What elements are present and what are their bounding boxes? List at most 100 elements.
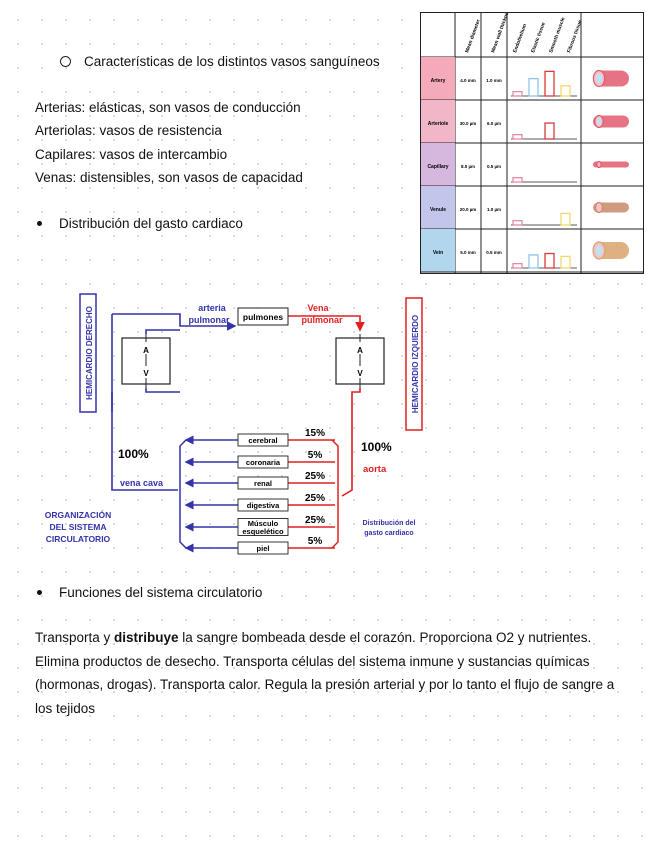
vessel-row-label-cell (421, 100, 455, 143)
left-ventricle-label: V (357, 369, 363, 378)
line-arterias: Arterias: elásticas, son vasos de conduc… (35, 100, 301, 115)
vessel-tissue-bar (528, 77, 539, 97)
organ-box (237, 518, 289, 536)
organizacion-label-1: ORGANIZACIÓN (45, 509, 112, 520)
vessel-illustration (593, 201, 629, 214)
vessel-row-name: Venule (430, 207, 446, 213)
pulmones-box (237, 307, 289, 326)
paragraph-bold-distribuye: distribuye (114, 630, 179, 645)
vessel-tissue-bar (560, 212, 571, 226)
vena-label: Vena (307, 303, 329, 313)
vessel-row-label-cell (421, 229, 455, 272)
vessel-row-diameter: 8.0 µm (461, 164, 475, 169)
vessel-table-column-header: Endothelium (512, 23, 528, 54)
hemicardio-derecho-label: HEMICARDIO DERECHO (85, 306, 94, 400)
pulmonar-label-1: pulmonar (188, 315, 229, 325)
vessel-tissue-bar (560, 255, 571, 269)
pulmones-label: pulmones (243, 312, 283, 322)
organ-percentage: 25% (305, 493, 325, 504)
vessel-tissue-bar (512, 91, 523, 97)
vessel-row-wall: 1.0 mm (486, 78, 502, 83)
vessel-tissue-bar (528, 254, 539, 269)
circulatory-diagram: HEMICARDIO DERECHO HEMICARDIO IZQUIERDO … (30, 290, 440, 560)
vessel-table-column-header: Mean wall thickness (490, 13, 512, 54)
bullet-dot-icon (37, 590, 42, 595)
vessel-row-diameter: 20.0 µm (460, 207, 477, 212)
organ-percentage: 25% (305, 515, 325, 526)
vessel-table-column-header: Smooth muscle (548, 16, 566, 53)
vena-cava-label: vena cava (120, 478, 164, 488)
aorta-label: aorta (363, 464, 387, 475)
vessel-row-label-cell (421, 57, 455, 100)
vessel-row-name: Artery (431, 78, 446, 84)
pct-left-100: 100% (118, 447, 149, 461)
vessel-table-column-header: Elastic tissue (530, 21, 547, 53)
heading-cardiac-output: Distribución del gasto cardiaco (59, 216, 243, 231)
pct-right-100: 100% (361, 440, 392, 454)
vessel-illustration (592, 69, 629, 88)
pulmonar-label-2: pulmonar (301, 315, 342, 325)
vessel-tissue-bar (544, 122, 555, 140)
line-arteriolas: Arteriolas: vasos de resistencia (35, 123, 222, 138)
paragraph-start: Transporta y (35, 630, 115, 645)
vessel-row-diameter: 4.0 mm (460, 78, 476, 83)
organ-name: digestiva (247, 501, 280, 510)
vessel-tissue-bar (544, 70, 555, 97)
heading-vessel-characteristics: Características de los distintos vasos s… (84, 54, 380, 69)
vessel-row-diameter: 5.0 mm (460, 250, 476, 255)
right-atrium-label: A (143, 346, 149, 355)
bullet-dot-icon (37, 221, 42, 226)
vessel-illustration (593, 160, 629, 169)
vessel-row-name: Capillary (427, 164, 448, 170)
right-label-box (405, 297, 423, 431)
vessel-row-label-cell (421, 143, 455, 186)
organ-name: cerebral (248, 436, 277, 445)
hemicardio-izquierdo-label: HEMICARDIO IZQUIERDO (411, 315, 420, 413)
organizacion-label-2: DEL SISTEMA (50, 522, 107, 532)
vessel-tissue-bar (512, 219, 523, 226)
vessel-tissue-bar (512, 134, 523, 140)
vessel-row-wall: 1.0 µm (487, 207, 501, 212)
organ-percentage: 5% (308, 536, 323, 547)
distribucion-label-2: gasto cardiaco (364, 530, 413, 537)
vessel-illustration (593, 114, 629, 129)
organizacion-label-3: CIRCULATORIO (46, 534, 111, 544)
vessel-illustration (592, 241, 629, 260)
left-label-box (79, 293, 97, 413)
vessel-row-wall: 0.5 µm (487, 164, 501, 169)
vessel-row-wall: 0.5 mm (486, 250, 502, 255)
vessel-tissue-bar (560, 85, 571, 97)
organ-name-line2: esquelético (242, 527, 284, 536)
organ-name: coronaria (246, 458, 281, 467)
organ-percentage: 5% (308, 450, 323, 461)
organ-name: piel (257, 544, 270, 553)
vessel-tissue-bar (544, 252, 555, 269)
distribucion-label-1: Distribución del (363, 520, 416, 527)
line-venas: Venas: distensibles, son vasos de capaci… (35, 170, 303, 185)
left-heart: A V (335, 334, 385, 388)
organ-name: renal (254, 479, 272, 488)
line-capilares: Capilares: vasos de intercambio (35, 147, 228, 162)
vessel-row-wall: 6.0 µm (487, 121, 501, 126)
vessel-row-diameter: 30.0 µm (460, 121, 477, 126)
hollow-bullet-icon (60, 56, 71, 67)
organ-box (237, 498, 289, 512)
organ-box (237, 476, 289, 490)
organ-box (237, 541, 289, 555)
organ-name: Músculo (248, 519, 279, 528)
vessel-tissue-bar (512, 262, 523, 269)
right-heart: A V (121, 334, 171, 388)
organ-box (237, 433, 289, 447)
organ-percentage: 15% (305, 428, 325, 439)
left-atrium-label: A (357, 346, 363, 355)
vessel-row-name: Vein (433, 250, 443, 256)
right-ventricle-label: V (143, 369, 149, 378)
organ-percentage: 25% (305, 471, 325, 482)
functions-paragraph: Transporta y distribuye la sangre bombea… (35, 626, 630, 720)
vessel-tissue-bar (512, 176, 523, 183)
vessel-row-name: Arteriole (428, 121, 449, 127)
vessel-table-column-header: Mean diameter (464, 19, 482, 54)
paragraph-rest: la sangre bombeada desde el corazón. Pro… (35, 630, 615, 716)
organ-box (237, 455, 289, 469)
